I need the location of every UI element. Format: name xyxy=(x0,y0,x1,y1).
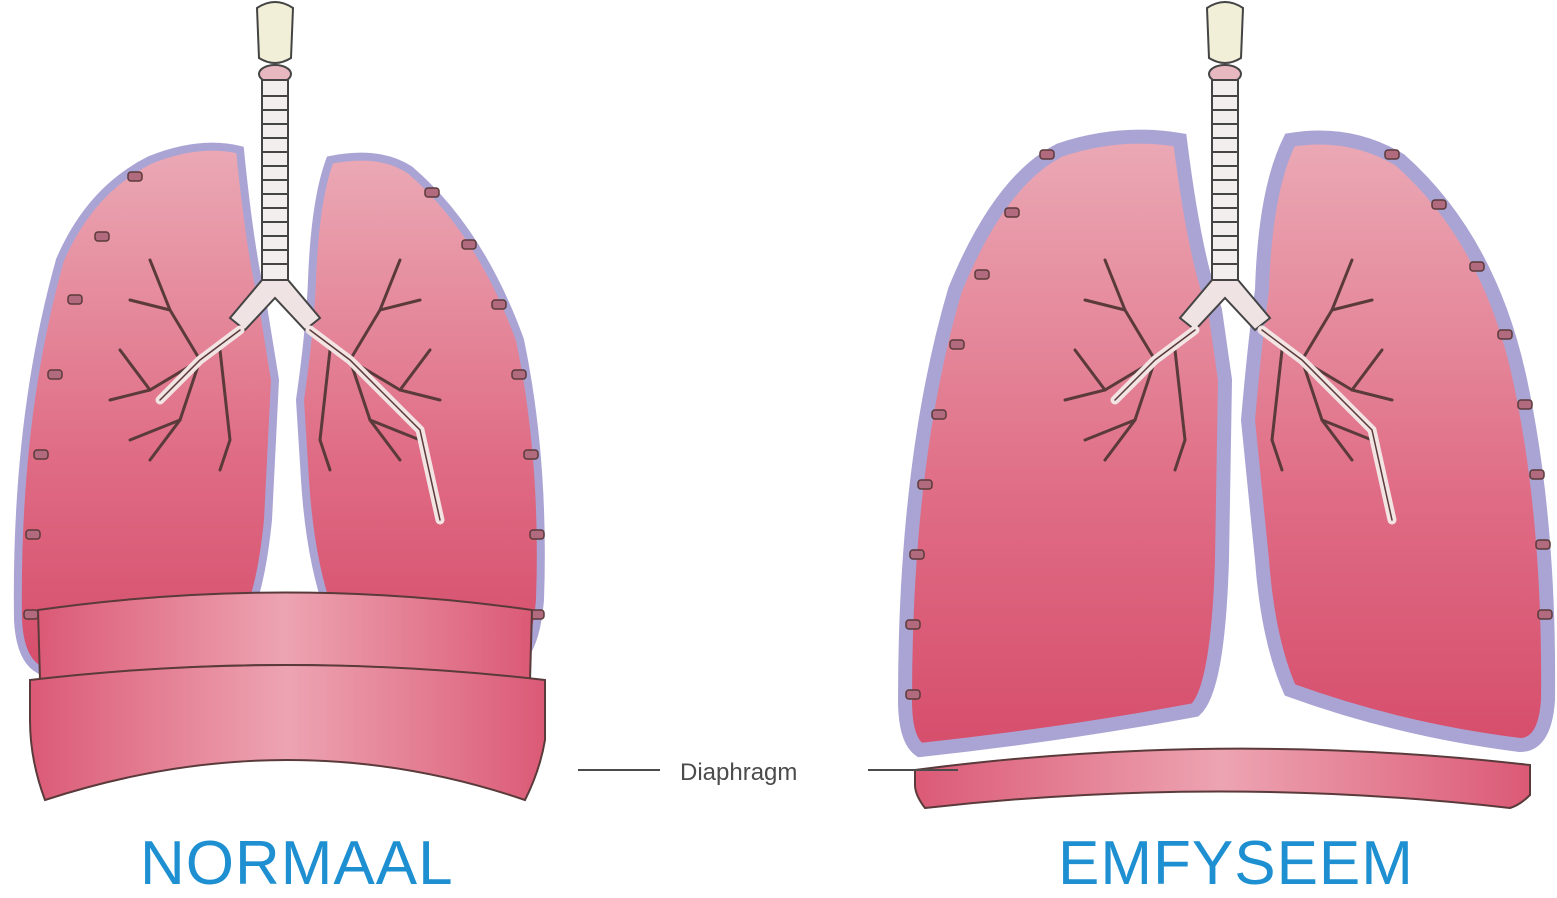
emphysema-lungs xyxy=(905,2,1552,808)
emphysema-caption: EMFYSEEM xyxy=(1058,833,1414,895)
diaphragm-label: Diaphragm xyxy=(680,759,797,786)
normal-caption: NORMAAL xyxy=(140,833,454,895)
emphysema-left-lung xyxy=(905,137,1225,750)
normal-lungs xyxy=(18,2,545,800)
normal-right-lung xyxy=(300,157,541,665)
emphysema-right-lung xyxy=(1248,138,1548,746)
normal-left-lung xyxy=(18,147,275,670)
emphysema-diaphragm xyxy=(915,749,1530,808)
diaphragm-label-group: Diaphragm xyxy=(578,759,958,786)
